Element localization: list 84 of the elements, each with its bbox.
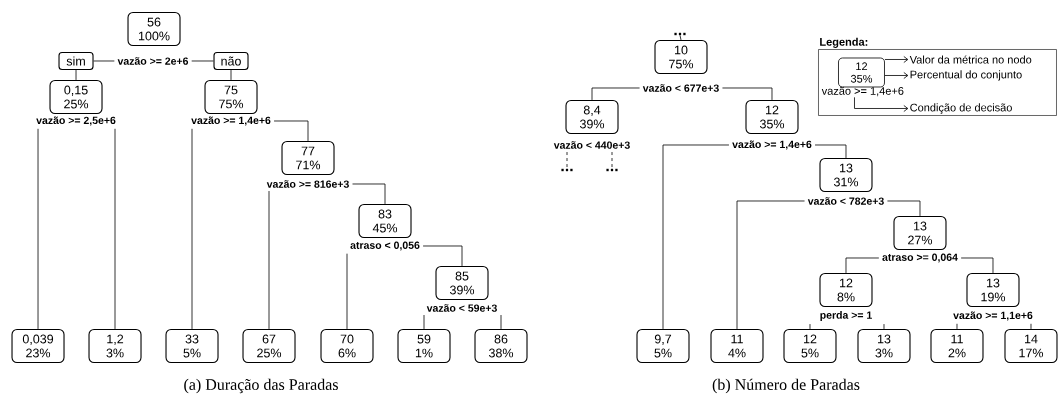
connector-line xyxy=(1030,323,1032,330)
split-condition: vazão < 677e+3 xyxy=(642,84,719,92)
split-condition: vazão < 440e+3 xyxy=(553,141,630,149)
tree-node-box: 1,2 3% xyxy=(88,328,142,364)
tree-node-box: 77 71% xyxy=(281,140,335,176)
split-condition: vazão >= 816e+3 xyxy=(266,180,349,188)
connector-line xyxy=(422,245,463,267)
split-condition: atraso >= 0,064 xyxy=(882,253,958,263)
tree-node-box: 13 27% xyxy=(893,215,947,251)
tree-node-box: 0,039 23% xyxy=(11,328,65,364)
connector-line xyxy=(268,190,270,330)
tree-node-box: 13 3% xyxy=(857,328,911,364)
tree-node-box: 67 25% xyxy=(242,328,296,364)
connector-line xyxy=(884,72,909,79)
connector-line xyxy=(230,69,232,81)
connector-line xyxy=(423,314,425,330)
split-condition: vazão >= 2e+6 xyxy=(117,57,189,65)
connector-line xyxy=(591,87,640,101)
split-condition: vazão < 782e+3 xyxy=(807,197,884,205)
legend-note: Valor da métrica no nodo xyxy=(909,55,1032,64)
connector-line xyxy=(960,257,994,274)
connector-line xyxy=(679,35,682,41)
ellipsis-mark: ... xyxy=(674,32,686,36)
tree-node-box: 86 38% xyxy=(474,328,528,364)
connector-line xyxy=(346,253,348,330)
tree-node-box: 33 5% xyxy=(165,328,219,364)
connector-line xyxy=(611,151,613,169)
branch-tag: sim xyxy=(58,51,94,71)
connector-line xyxy=(887,200,921,217)
split-condition: perda >= 1 xyxy=(820,311,872,321)
tree-node-box: 75 75% xyxy=(204,79,258,115)
tree-node-box: 56 100% xyxy=(127,11,181,47)
tree-node-box: 83 45% xyxy=(358,203,412,239)
legend-note: Percentual do conjunto xyxy=(910,70,1022,81)
connector-line xyxy=(736,200,805,330)
split-condition: vazão >= 1,4e+6 xyxy=(191,116,271,126)
connector-line xyxy=(75,69,77,81)
tree-node-box: 70 6% xyxy=(320,328,374,364)
tree-node-box: 14 17% xyxy=(1004,328,1058,364)
connector-line xyxy=(566,151,568,169)
ellipsis-mark: ... xyxy=(561,168,573,172)
connector-line xyxy=(114,128,116,330)
split-condition: vazão >= 1,1e+6 xyxy=(953,311,1033,321)
split-condition: atraso < 0,056 xyxy=(350,241,420,251)
connector-line xyxy=(191,60,214,62)
connector-line xyxy=(500,314,502,330)
tree-node-box: 11 2% xyxy=(930,328,984,364)
connector-line xyxy=(814,144,847,159)
example-condition: vazão >= 1,4e+6 xyxy=(821,86,904,97)
tree-node-box: 9,7 5% xyxy=(636,328,690,364)
subfigure-caption: (a) Duração das Paradas xyxy=(184,378,338,394)
tree-node-box: 13 31% xyxy=(819,157,873,193)
connector-line xyxy=(352,183,386,205)
legend-note: Condição de decisão xyxy=(910,103,1012,114)
subfigure-caption: (b) Número de Paradas xyxy=(712,378,860,394)
connector-line xyxy=(809,323,811,330)
tree-node-box: 10 75% xyxy=(654,39,708,75)
tree-node-box: 0,15 25% xyxy=(49,79,103,115)
node-label: Legenda: xyxy=(820,37,868,48)
connector-line xyxy=(883,323,885,330)
connector-line xyxy=(722,87,773,101)
split-condition: vazão >= 1,4e+6 xyxy=(732,140,812,150)
tree-node-box: 13 19% xyxy=(966,272,1020,308)
connector-line xyxy=(93,60,115,62)
split-condition: vazão < 59e+3 xyxy=(426,304,497,312)
connector-line xyxy=(884,56,909,63)
example-node-box: 12 35% xyxy=(838,57,885,88)
tree-node-box: 85 39% xyxy=(435,265,489,301)
branch-tag: não xyxy=(213,51,249,71)
tree-node-box: 12 35% xyxy=(745,99,799,135)
ellipsis-mark: ... xyxy=(606,168,618,172)
tree-node-box: 12 5% xyxy=(783,328,837,364)
connector-line xyxy=(273,120,309,142)
connector-line xyxy=(845,257,880,274)
split-condition: vazão >= 2,5e+6 xyxy=(36,116,116,126)
connector-line xyxy=(662,144,730,330)
connector-line xyxy=(854,96,909,112)
tree-node-box: 11 4% xyxy=(710,328,764,364)
connector-line xyxy=(956,323,958,330)
connector-line xyxy=(191,128,193,330)
tree-node-box: 8,4 39% xyxy=(565,99,619,135)
connector-line xyxy=(37,128,39,330)
tree-node-box: 12 8% xyxy=(819,272,873,308)
tree-node-box: 59 1% xyxy=(397,328,451,364)
